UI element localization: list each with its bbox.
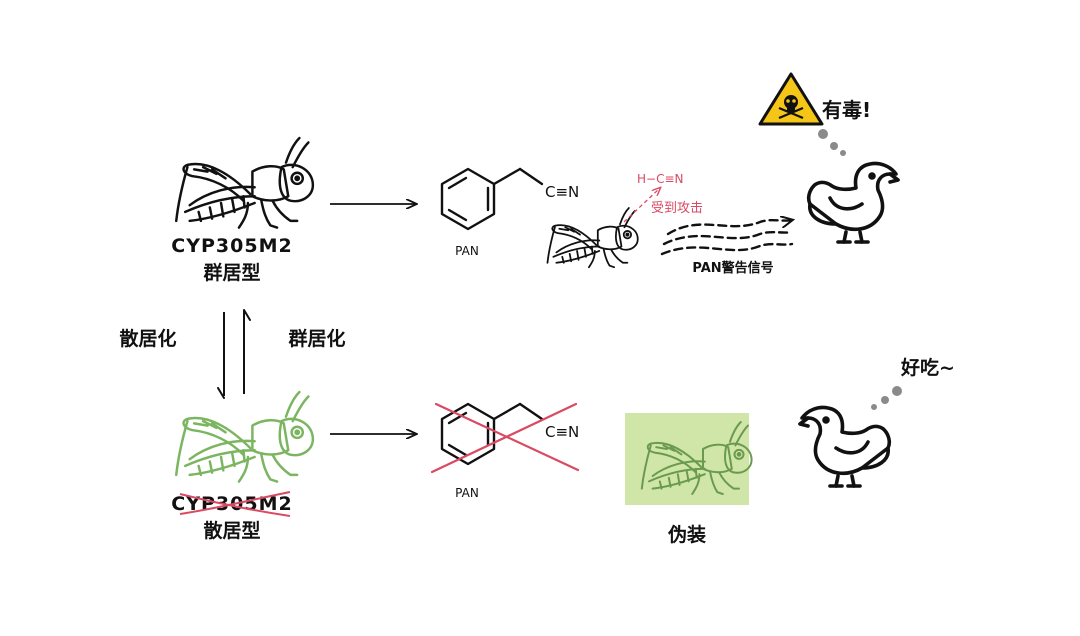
camouflage-label: 伪装 — [667, 523, 706, 546]
pan-label-top: PAN — [455, 244, 479, 258]
gregarious-locust — [175, 136, 315, 229]
attack-arrow — [623, 188, 660, 223]
skull-warning-icon — [758, 72, 824, 126]
solitary-locust — [175, 390, 315, 483]
arrow-down-head — [217, 387, 225, 399]
arrow-up-head — [243, 309, 251, 321]
pan-absent-cross — [430, 402, 580, 474]
bird-top-speech: 有毒! — [822, 98, 871, 122]
pan-warning-signal-waves — [660, 220, 792, 256]
gregarious-gene-label: CYP305M2 — [171, 235, 292, 257]
thought-dots-bottom — [871, 386, 902, 410]
pan-label-bottom: PAN — [455, 486, 479, 500]
pan-molecule-bottom — [440, 402, 544, 466]
bird-top — [806, 161, 900, 244]
solitary-phase-label: 散居型 — [203, 519, 260, 542]
bird-bottom — [798, 405, 892, 488]
attacked-locust — [546, 207, 639, 269]
to-solitary-label: 散居化 — [119, 327, 176, 350]
attack-label: 受到攻击 — [651, 201, 703, 216]
hcn-label: H−C≡N — [637, 172, 684, 186]
nitrile-label-bottom: C≡N — [545, 423, 579, 441]
to-gregarious-label: 群居化 — [287, 327, 345, 350]
bird-bottom-speech: 好吃~ — [900, 356, 955, 379]
pan-molecule-top — [440, 167, 544, 231]
thought-dots-top — [818, 129, 846, 156]
gregarious-phase-label: 群居型 — [202, 261, 260, 284]
gene-strike-cross — [179, 491, 291, 517]
warning-signal-label: PAN警告信号 — [692, 260, 773, 276]
camouflage-background — [625, 413, 749, 505]
nitrile-label-top: C≡N — [545, 183, 579, 201]
